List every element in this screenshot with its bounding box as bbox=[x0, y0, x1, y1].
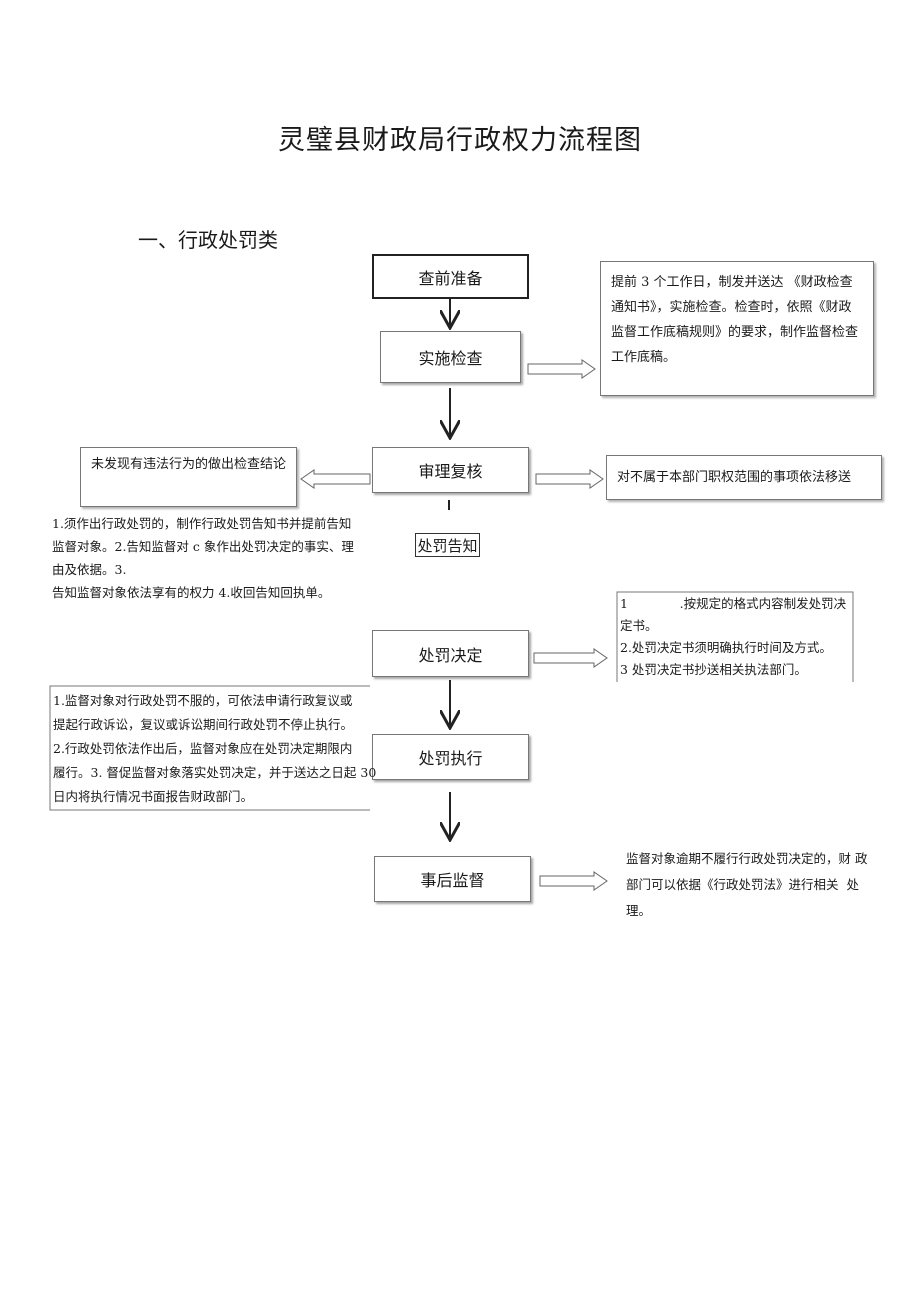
note-decide-line: 1 .按规定的格式内容制发处罚决 bbox=[620, 596, 847, 611]
note-no-violation: 未发现有违法行为的做出检查结论 bbox=[80, 447, 297, 507]
note-decide-line: 3 处罚决定书抄送相关执法部门。 bbox=[620, 662, 807, 677]
note-supervise-line: 理。 bbox=[626, 903, 652, 918]
hollow-arrow-decide-note bbox=[533, 648, 608, 668]
section-heading: 一、行政处罚类 bbox=[138, 228, 278, 252]
note-notify: 1.须作出行政处罚的，制作行政处罚告知书并提前告知 监督对象。2.告知监督对 c… bbox=[52, 512, 372, 604]
note-execute-line: 2.行政处罚依法作出后，监督对象应在处罚决定期限内 bbox=[53, 741, 353, 756]
note-notify-line: 由及依据。3. bbox=[52, 562, 127, 577]
decide-note-border bbox=[616, 591, 854, 682]
note-decide: 1 .按规定的格式内容制发处罚决 定书。 2.处罚决定书须明确执行时间及方式。 … bbox=[620, 593, 852, 681]
note-supervise-line: 监督对象逾期不履行行政处罚决定的，财 政 bbox=[626, 851, 868, 866]
note-notify-line: 告知监督对象依法享有的权力 4.收回告知回执单。 bbox=[52, 585, 331, 600]
note-notify-line: 1.须作出行政处罚的，制作行政处罚告知书并提前告知 bbox=[52, 516, 352, 531]
note-execute-line: 提起行政诉讼，复议或诉讼期间行政处罚不停止执行。 bbox=[53, 717, 354, 732]
note-inspect: 提前 3 个工作日，制发并送达 《财政检查通知书》，实施检查。检查时，依照《财政… bbox=[600, 261, 874, 396]
note-transfer: 对不属于本部门职权范围的事项依法移送 bbox=[606, 455, 882, 500]
node-inspect: 实施检查 bbox=[380, 331, 521, 383]
node-prepare: 查前准备 bbox=[372, 254, 529, 299]
execute-note-border bbox=[49, 685, 370, 811]
hollow-arrow-supervise-note bbox=[539, 871, 608, 891]
note-execute-line: 1.监督对象对行政处罚不服的，可依法申请行政复议或 bbox=[53, 693, 353, 708]
hollow-arrow-review-right bbox=[535, 469, 604, 489]
hollow-arrow-inspect-note bbox=[527, 359, 596, 379]
note-decide-line: 定书。 bbox=[620, 618, 658, 633]
note-execute-line: 日内将执行情况书面报告财政部门。 bbox=[53, 789, 254, 804]
page-title: 灵璧县财政局行政权力流程图 bbox=[278, 125, 642, 156]
node-review: 审理复核 bbox=[372, 447, 529, 493]
note-supervise: 监督对象逾期不履行行政处罚决定的，财 政 部门可以依据《行政处罚法》进行相关 处… bbox=[626, 846, 881, 924]
note-decide-line: 2.处罚决定书须明确执行时间及方式。 bbox=[620, 640, 832, 655]
note-notify-line: 监督对象。2.告知监督对 c 象作出处罚决定的事实、理 bbox=[52, 539, 354, 554]
node-notify: 处罚告知 bbox=[415, 533, 480, 557]
note-execute-line: 履行。3. 督促监督对象落实处罚决定，并于送达之日起 30 bbox=[53, 765, 377, 780]
note-execute: 1.监督对象对行政处罚不服的，可依法申请行政复议或 提起行政诉讼，复议或诉讼期间… bbox=[53, 689, 377, 809]
node-supervise: 事后监督 bbox=[374, 856, 531, 902]
node-execute: 处罚执行 bbox=[372, 734, 529, 780]
note-supervise-line: 部门可以依据《行政处罚法》进行相关 处 bbox=[626, 877, 859, 892]
node-decide: 处罚决定 bbox=[372, 630, 529, 677]
hollow-arrow-review-left bbox=[300, 469, 371, 489]
